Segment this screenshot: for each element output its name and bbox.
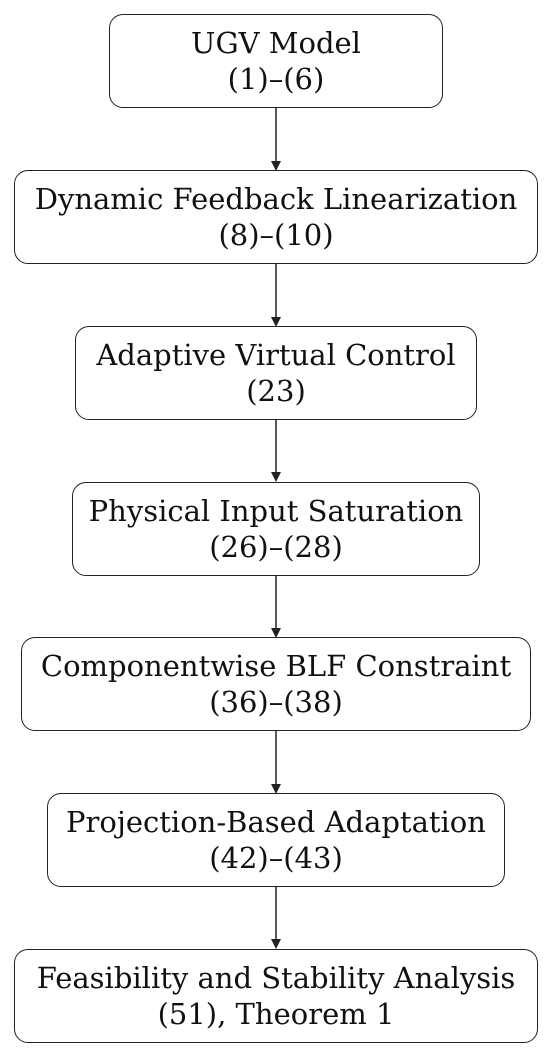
step-title: Componentwise BLF Constraint — [40, 649, 512, 683]
step-title: Adaptive Virtual Control — [96, 338, 456, 372]
step-ref: (42)–(43) — [209, 841, 343, 875]
step-componentwise-blf-constraint: Componentwise BLF Constraint (36)–(38) — [21, 637, 531, 731]
step-title: Projection-Based Adaptation — [66, 805, 486, 839]
step-title: Physical Input Saturation — [88, 494, 464, 528]
step-ref: (8)–(10) — [218, 218, 334, 252]
step-adaptive-virtual-control: Adaptive Virtual Control (23) — [75, 326, 477, 420]
step-title: Feasibility and Stability Analysis — [36, 961, 516, 995]
step-title: UGV Model — [191, 26, 361, 60]
step-feasibility-stability-analysis: Feasibility and Stability Analysis (51),… — [14, 949, 538, 1043]
step-title: Dynamic Feedback Linearization — [34, 182, 518, 216]
step-projection-based-adaptation: Projection-Based Adaptation (42)–(43) — [47, 793, 505, 887]
step-ref: (26)–(28) — [209, 530, 343, 564]
step-ugv-model: UGV Model (1)–(6) — [109, 14, 443, 108]
step-ref: (1)–(6) — [227, 62, 325, 96]
step-ref: (51), Theorem 1 — [157, 997, 395, 1031]
step-ref: (36)–(38) — [209, 685, 343, 719]
step-dynamic-feedback-linearization: Dynamic Feedback Linearization (8)–(10) — [14, 170, 538, 264]
step-physical-input-saturation: Physical Input Saturation (26)–(28) — [72, 482, 480, 576]
step-ref: (23) — [246, 374, 306, 408]
